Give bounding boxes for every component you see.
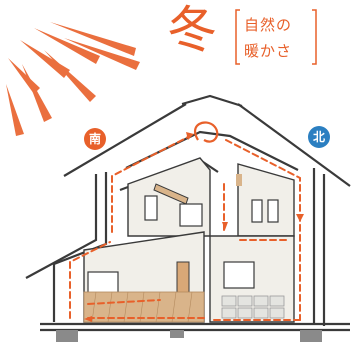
sun-rays (6, 22, 140, 136)
subtitle-line-1: 自然の (244, 16, 293, 34)
windows (87, 195, 279, 309)
page-title: 冬 (167, 1, 217, 59)
subtitle-box: 自然の 暖かさ (234, 8, 318, 66)
north-badge: 北 (308, 126, 330, 148)
south-badge: 南 (84, 128, 106, 150)
foundation (56, 330, 322, 342)
subtitle-line-2: 暖かさ (244, 42, 293, 60)
ridge-air-swirl (194, 121, 219, 143)
ceiling-beam (236, 174, 242, 186)
warm-airflow-arrows (69, 135, 301, 321)
tile-floor (221, 295, 285, 319)
door (176, 261, 190, 295)
roof-beam (153, 183, 189, 205)
subtitle-brackets (235, 9, 317, 65)
arrow-heads (84, 132, 304, 322)
